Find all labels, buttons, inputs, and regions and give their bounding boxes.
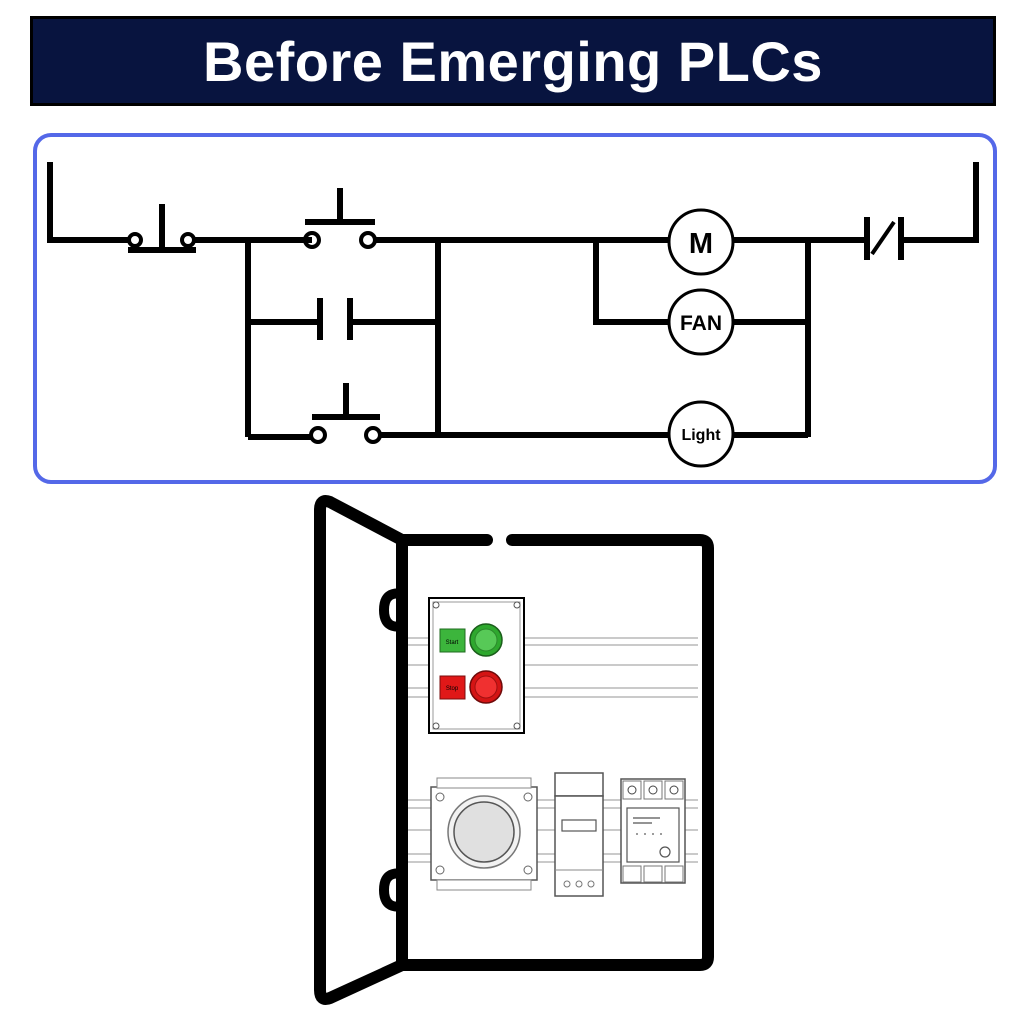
light-pushbutton-no [248, 383, 670, 444]
contactor [430, 777, 538, 891]
fan-load: FAN [667, 288, 735, 356]
ladder-diagram [47, 162, 979, 444]
start-label-plate [439, 628, 466, 653]
control-cabinet: Start Stop [314, 495, 714, 1005]
cabinet-door [314, 495, 405, 1005]
light-label: Light [681, 427, 721, 444]
page-title: Before Emerging PLCs [203, 29, 823, 93]
left-power-rail [47, 162, 128, 243]
cabinet-body [396, 534, 714, 971]
contactor-dial [453, 801, 515, 863]
right-power-rail [904, 162, 979, 243]
fan-label: FAN [680, 312, 722, 335]
pushbutton-station: Start Stop [428, 597, 525, 734]
stop-label-plate [439, 675, 466, 700]
fan-branch-wire [593, 240, 670, 325]
power-supply-module [554, 772, 604, 897]
motor-label: M [689, 228, 713, 260]
start-pushbutton-no [303, 188, 670, 249]
motor-coil: M [667, 208, 735, 276]
start-label: Start [446, 640, 459, 646]
overload-contact-nc [864, 217, 904, 260]
hinge-bottom [378, 868, 405, 912]
ladder-diagram-panel [33, 133, 997, 484]
stop-pushbutton-nc [127, 204, 312, 253]
timer-relay-module [620, 778, 686, 884]
light-load: Light [667, 400, 735, 468]
stop-label: Stop [446, 686, 459, 692]
title-banner: Before Emerging PLCs [30, 16, 996, 106]
seal-in-contact-no [248, 298, 438, 340]
hinge-top [378, 588, 405, 632]
